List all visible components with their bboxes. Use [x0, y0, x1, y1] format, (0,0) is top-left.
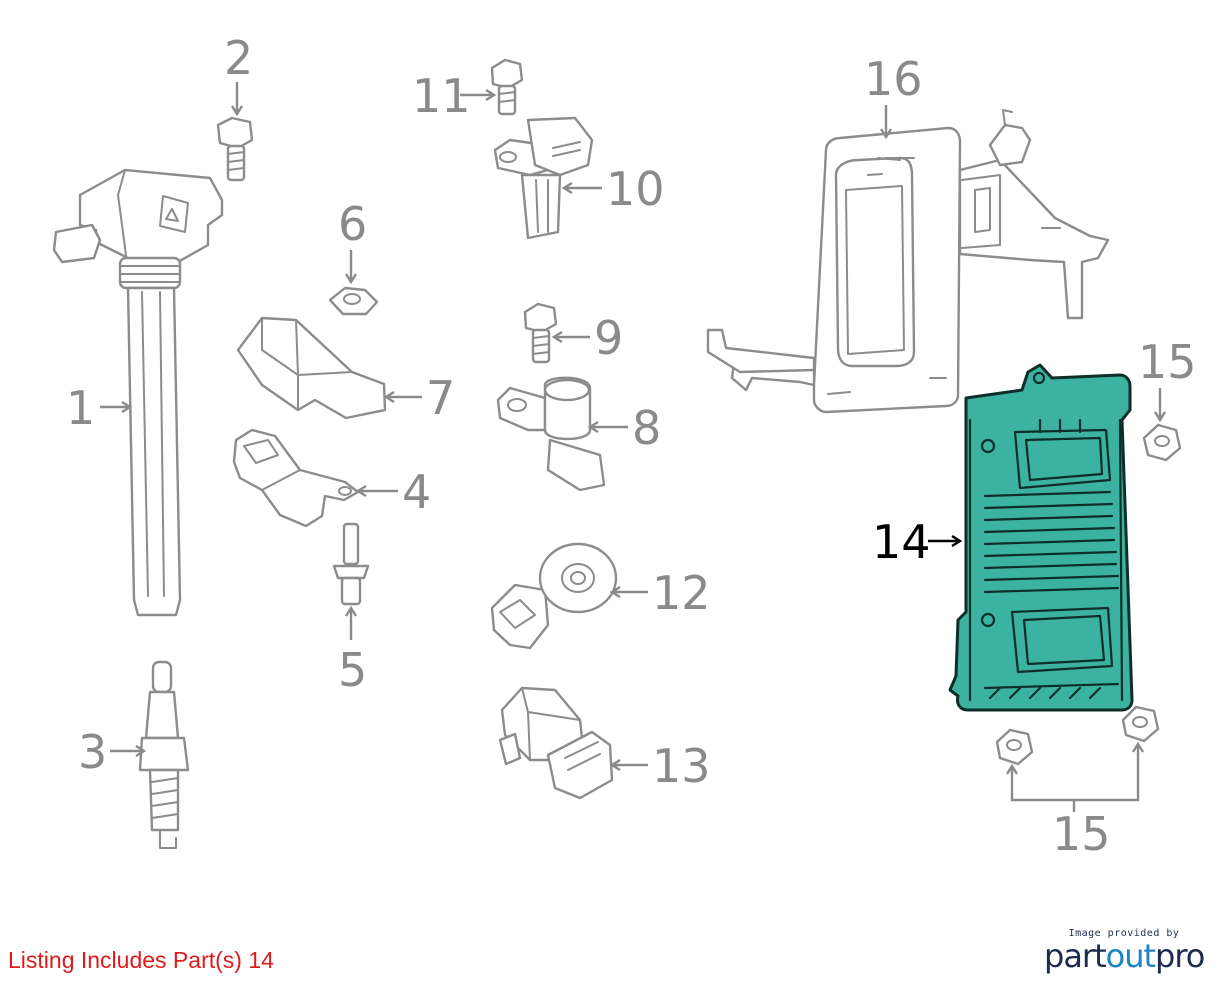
partoutpro-logo: partoutpro	[1044, 937, 1205, 975]
part-14-ecm-highlighted	[948, 363, 1134, 712]
logo-part: part	[1044, 937, 1107, 975]
part-1-ignition-coil	[52, 168, 224, 617]
part-15-nut-lower-right	[1121, 705, 1160, 743]
callout-1: 1	[66, 381, 95, 435]
image-credit: Image provided by partoutpro	[1044, 928, 1205, 975]
callout-11: 11	[412, 69, 471, 123]
callout-labels: 1 2 3 4 5 6 7 8 9 10 11 12 13 14 15 15 1…	[66, 31, 1197, 861]
callout-12: 12	[652, 566, 711, 620]
part-5-stud	[332, 522, 370, 606]
logo-pro: pro	[1155, 937, 1205, 975]
part-3-spark-plug	[138, 660, 190, 849]
part-2-bolt	[216, 116, 254, 182]
part-15-nut-right	[1142, 423, 1182, 462]
part-12-knock-sensor	[490, 542, 618, 650]
callout-5: 5	[338, 643, 367, 697]
part-15-nut-lower-left	[995, 728, 1034, 766]
callout-6: 6	[338, 197, 367, 251]
callout-13: 13	[652, 739, 711, 793]
part-9-bolt	[523, 302, 558, 364]
part-8-sensor	[496, 376, 606, 492]
part-16-bracket	[706, 109, 1110, 414]
callout-16: 16	[864, 52, 923, 106]
part-4-sensor	[232, 428, 360, 528]
part-10-sensor	[493, 116, 594, 240]
callout-9: 9	[594, 311, 623, 365]
part-7-shield	[236, 316, 387, 420]
callout-7: 7	[426, 371, 455, 425]
callout-15-right: 15	[1138, 335, 1197, 389]
part-11-bolt	[490, 58, 524, 116]
callout-2: 2	[224, 31, 253, 85]
part-6-nut	[328, 286, 379, 316]
callout-10: 10	[606, 162, 665, 216]
listing-note: Listing Includes Part(s) 14	[8, 947, 274, 973]
callout-15-bottom: 15	[1052, 807, 1111, 861]
leader-lines	[100, 82, 1167, 812]
callout-4: 4	[402, 465, 431, 519]
callout-3: 3	[78, 725, 107, 779]
logo-out: out	[1105, 937, 1156, 975]
credit-caption: Image provided by	[1068, 928, 1180, 939]
callout-8: 8	[632, 401, 661, 455]
part-13-sensor	[498, 686, 614, 800]
callout-14: 14	[872, 515, 931, 569]
